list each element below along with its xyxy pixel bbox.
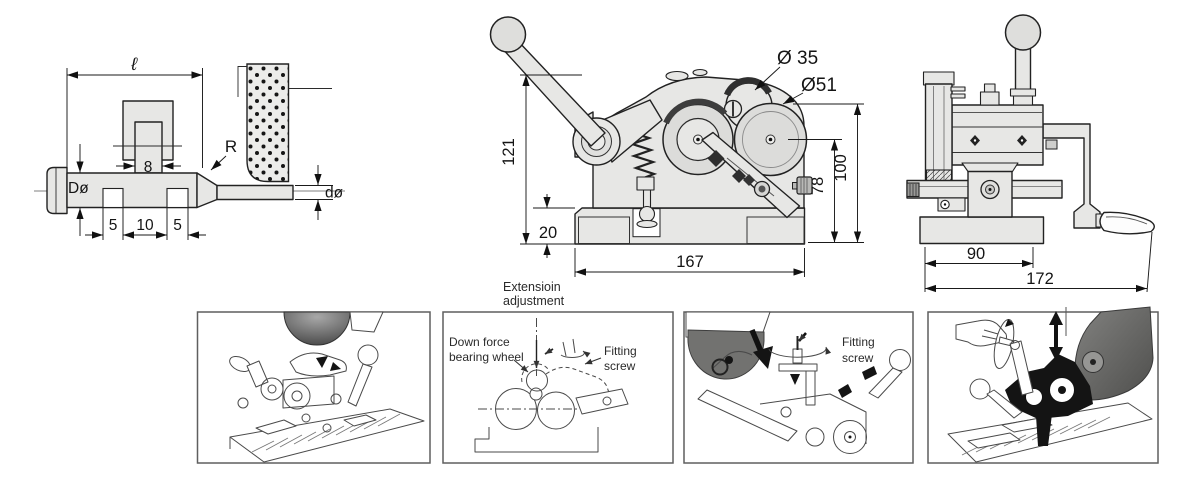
dim-label-167: 167 bbox=[676, 253, 704, 271]
panel-3-fitting-screw: Fitting screw bbox=[683, 311, 914, 464]
pin-tip bbox=[216, 184, 294, 201]
caption-extension-line1: Extensioin bbox=[503, 280, 561, 294]
panel-1-grinding-setup bbox=[196, 311, 431, 464]
roller-right bbox=[537, 391, 575, 430]
dim-label-8: 8 bbox=[144, 159, 153, 176]
label-fitting-screw-p2-line1: Fitting bbox=[604, 344, 637, 358]
label-down-force-line2: bearing wheel bbox=[449, 350, 524, 364]
panel-2-border bbox=[442, 311, 674, 464]
lever-ball-knob bbox=[489, 16, 527, 53]
dim-label-10: 10 bbox=[136, 217, 154, 234]
adjuster-ball bbox=[638, 205, 656, 223]
label-fitting-screw-p3-line2: screw bbox=[842, 351, 874, 365]
grinding-wheel-icon bbox=[687, 329, 765, 380]
label-down-force-line1: Down force bbox=[449, 335, 510, 349]
machine-side-view: 121 20 167 Ø 35 Ø51 100 78 bbox=[489, 16, 864, 277]
hand-lever-arm bbox=[499, 39, 606, 147]
lever-ball-sketch bbox=[357, 344, 379, 366]
crank-sketch bbox=[246, 360, 269, 388]
panel-2-extension-adjustment: Down force bearing wheel Fitting screw bbox=[442, 311, 674, 464]
pin-detail-drawing: ℓ 8 Dø R dø 5 10 5 bbox=[34, 54, 345, 240]
left-column bbox=[924, 83, 953, 183]
pin-groove-right bbox=[166, 187, 189, 209]
front-base bbox=[919, 216, 1045, 245]
machine-base bbox=[574, 207, 806, 245]
dim-label-90: 90 bbox=[967, 245, 985, 263]
dim-label-dia35: Ø 35 bbox=[777, 48, 818, 69]
dim-label-radius: R bbox=[225, 137, 237, 156]
grinding-wheel-icon bbox=[1074, 306, 1154, 401]
pin-groove-left bbox=[102, 187, 124, 209]
caption-extension-line2: adjustment bbox=[503, 294, 565, 308]
extension-adjustment-caption: Extensioin adjustment bbox=[503, 280, 565, 308]
clamp-stem bbox=[134, 121, 163, 174]
column-block bbox=[951, 104, 1044, 166]
machine-silhouette bbox=[1005, 354, 1093, 419]
crank-handle bbox=[1099, 211, 1155, 235]
front-lever-ball bbox=[1004, 14, 1042, 51]
rotation-arrow bbox=[768, 346, 832, 358]
dim-label-5a: 5 bbox=[109, 217, 118, 234]
dim-label-121: 121 bbox=[500, 138, 518, 166]
label-fitting-screw-p2-line2: screw bbox=[604, 359, 636, 373]
crank-bracket bbox=[1042, 123, 1101, 229]
label-fitting-screw-p3-line1: Fitting bbox=[842, 335, 875, 349]
dim-label-dia51: Ø51 bbox=[801, 75, 837, 96]
dim-label-5b: 5 bbox=[173, 217, 182, 234]
grinding-wheel-icon bbox=[283, 311, 351, 346]
dim-label-major-dia: Dø bbox=[68, 180, 89, 197]
pin-taper bbox=[196, 172, 218, 209]
panel-4-crank-operation bbox=[927, 306, 1159, 464]
dim-label-172: 172 bbox=[1026, 270, 1054, 288]
dim-label-minor-dia: dø bbox=[325, 185, 344, 202]
pin-head bbox=[46, 166, 68, 215]
down-force-bearing-wheel bbox=[526, 369, 548, 392]
dim-label-78: 78 bbox=[809, 177, 827, 195]
machine-front-view: 90 172 bbox=[906, 14, 1155, 293]
lever-ball-sketch bbox=[969, 378, 991, 400]
dim-label-20: 20 bbox=[539, 224, 557, 242]
dim-label-length: ℓ bbox=[130, 54, 138, 74]
